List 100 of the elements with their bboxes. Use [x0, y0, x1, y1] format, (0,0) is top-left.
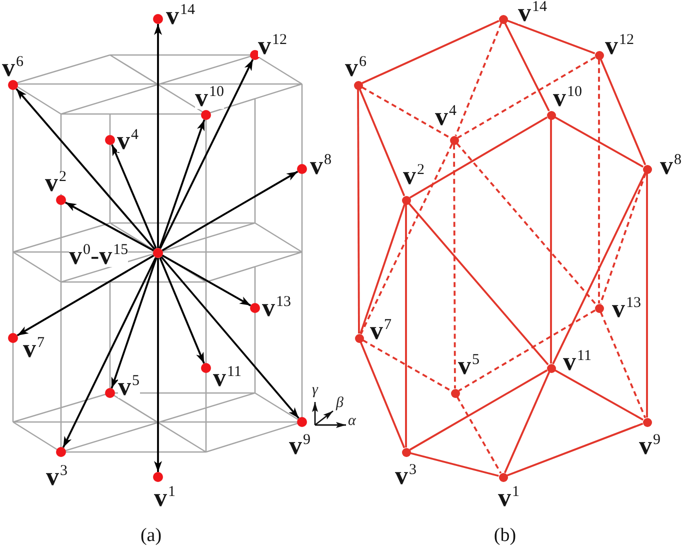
- dashed-line: [361, 86, 451, 139]
- panel-caption: (a): [140, 525, 162, 547]
- vertex-dot: [450, 136, 458, 144]
- vertex-label: v$^{13}$: [262, 297, 291, 319]
- vertex-dot: [56, 447, 66, 457]
- vertex-dot: [354, 334, 364, 342]
- vertex-label: v$^{2}$: [45, 172, 66, 194]
- arrow: [16, 254, 154, 336]
- vertex-dot: [297, 417, 307, 427]
- vertex-dot: [201, 110, 211, 120]
- line: [360, 342, 406, 448]
- vertex-dot: [201, 363, 211, 373]
- vertex-label: v$^{12}$: [605, 35, 634, 57]
- vertex-label: v$^{8}$: [310, 155, 332, 177]
- vertex-dot: [594, 50, 604, 60]
- panel-caption: (b): [494, 525, 516, 547]
- vertex-label: v$^{9}$: [639, 435, 660, 457]
- vertex-dot: [498, 472, 508, 482]
- vertex-label: v$^{4}$: [117, 130, 138, 152]
- arrow: [111, 144, 157, 249]
- vertex-dot: [354, 80, 362, 90]
- vertex-label: v$^{5}$: [458, 355, 480, 377]
- vertex-dot: [8, 80, 18, 90]
- vertex-dot: [8, 333, 18, 343]
- vertex-label: v$^{3}$: [395, 465, 416, 487]
- dashed-line: [360, 144, 453, 334]
- arrow: [162, 254, 252, 306]
- arrow: [110, 257, 158, 389]
- vertex-label: v$^{4}$: [435, 106, 456, 128]
- vertex-label: v$^{8}$: [660, 155, 682, 177]
- vertex-dot: [153, 14, 163, 24]
- dashed-line: [362, 339, 452, 392]
- vertex-dot: [546, 364, 556, 372]
- vertex-label: v$^{5}$: [118, 376, 140, 398]
- vertex-label: v$^{14}$: [166, 5, 195, 27]
- vertex-dot: [153, 472, 163, 482]
- arrow: [162, 170, 298, 252]
- arrow: [154, 24, 162, 248]
- vertex-label: v$^{0}$-v$^{15}$: [69, 245, 128, 267]
- line: [360, 204, 406, 334]
- vertex-label: v$^{9}$: [289, 435, 310, 457]
- vertex-label: v$^{12}$: [258, 35, 287, 57]
- vertex-label: v$^{10}$: [195, 87, 224, 109]
- dashed-line: [453, 144, 456, 388]
- vertex-dot: [105, 388, 115, 398]
- line: [358, 88, 406, 196]
- line: [554, 369, 644, 421]
- vertex-dot: [642, 418, 652, 426]
- line: [405, 204, 407, 448]
- vertex-dot: [56, 195, 66, 205]
- line: [550, 120, 552, 364]
- vertex-dot: [594, 304, 604, 312]
- vertex-label: v$^{6}$: [2, 57, 24, 79]
- vertex-label: v$^{2}$: [403, 165, 424, 187]
- line: [506, 422, 644, 476]
- vertex-label: v$^{7}$: [23, 338, 44, 360]
- vertex-dot: [546, 110, 556, 120]
- dashed-line: [600, 172, 646, 304]
- vertex-dot: [642, 164, 652, 174]
- axis-label: γ: [312, 383, 318, 398]
- vertex-dot: [402, 448, 410, 456]
- line: [504, 22, 550, 112]
- line: [362, 20, 500, 84]
- line: [504, 372, 550, 474]
- dashed-line: [598, 60, 600, 304]
- dashed-line: [600, 312, 646, 418]
- arrow: [159, 257, 205, 364]
- line: [552, 172, 646, 364]
- vertex-dot: [105, 135, 115, 145]
- line: [357, 90, 360, 334]
- line: [554, 116, 644, 168]
- vertex-label: v$^{1}$: [154, 487, 176, 509]
- dashed-line: [454, 22, 502, 136]
- line: [408, 202, 549, 366]
- arrow: [160, 256, 300, 419]
- vertex-label: v$^{3}$: [46, 466, 68, 488]
- vertex-dot: [297, 164, 307, 174]
- line: [646, 174, 648, 418]
- vertex-dot: [498, 14, 508, 24]
- vertex-label: v$^{11}$: [213, 367, 242, 389]
- vertex-dot: [250, 303, 260, 313]
- dashed-line: [456, 142, 597, 306]
- vertex-label: v$^{7}$: [370, 320, 392, 342]
- vertex-dot: [450, 388, 460, 398]
- arrow: [159, 59, 254, 249]
- arrow: [64, 202, 154, 252]
- dashed-line: [458, 309, 596, 392]
- vertex-dot: [402, 196, 410, 204]
- dashed-line: [456, 396, 502, 474]
- vertex-label: v$^{14}$: [518, 2, 547, 24]
- axis-label: α: [348, 414, 356, 429]
- line: [410, 452, 499, 477]
- line: [409, 369, 548, 451]
- vertex-label: v$^{13}$: [612, 298, 641, 320]
- line: [600, 58, 646, 166]
- vertex-label: v$^{10}$: [553, 87, 582, 109]
- dashed-line: [457, 56, 596, 139]
- vertex-label: v$^{1}$: [498, 487, 520, 509]
- line: [506, 20, 596, 54]
- arrow: [154, 258, 162, 472]
